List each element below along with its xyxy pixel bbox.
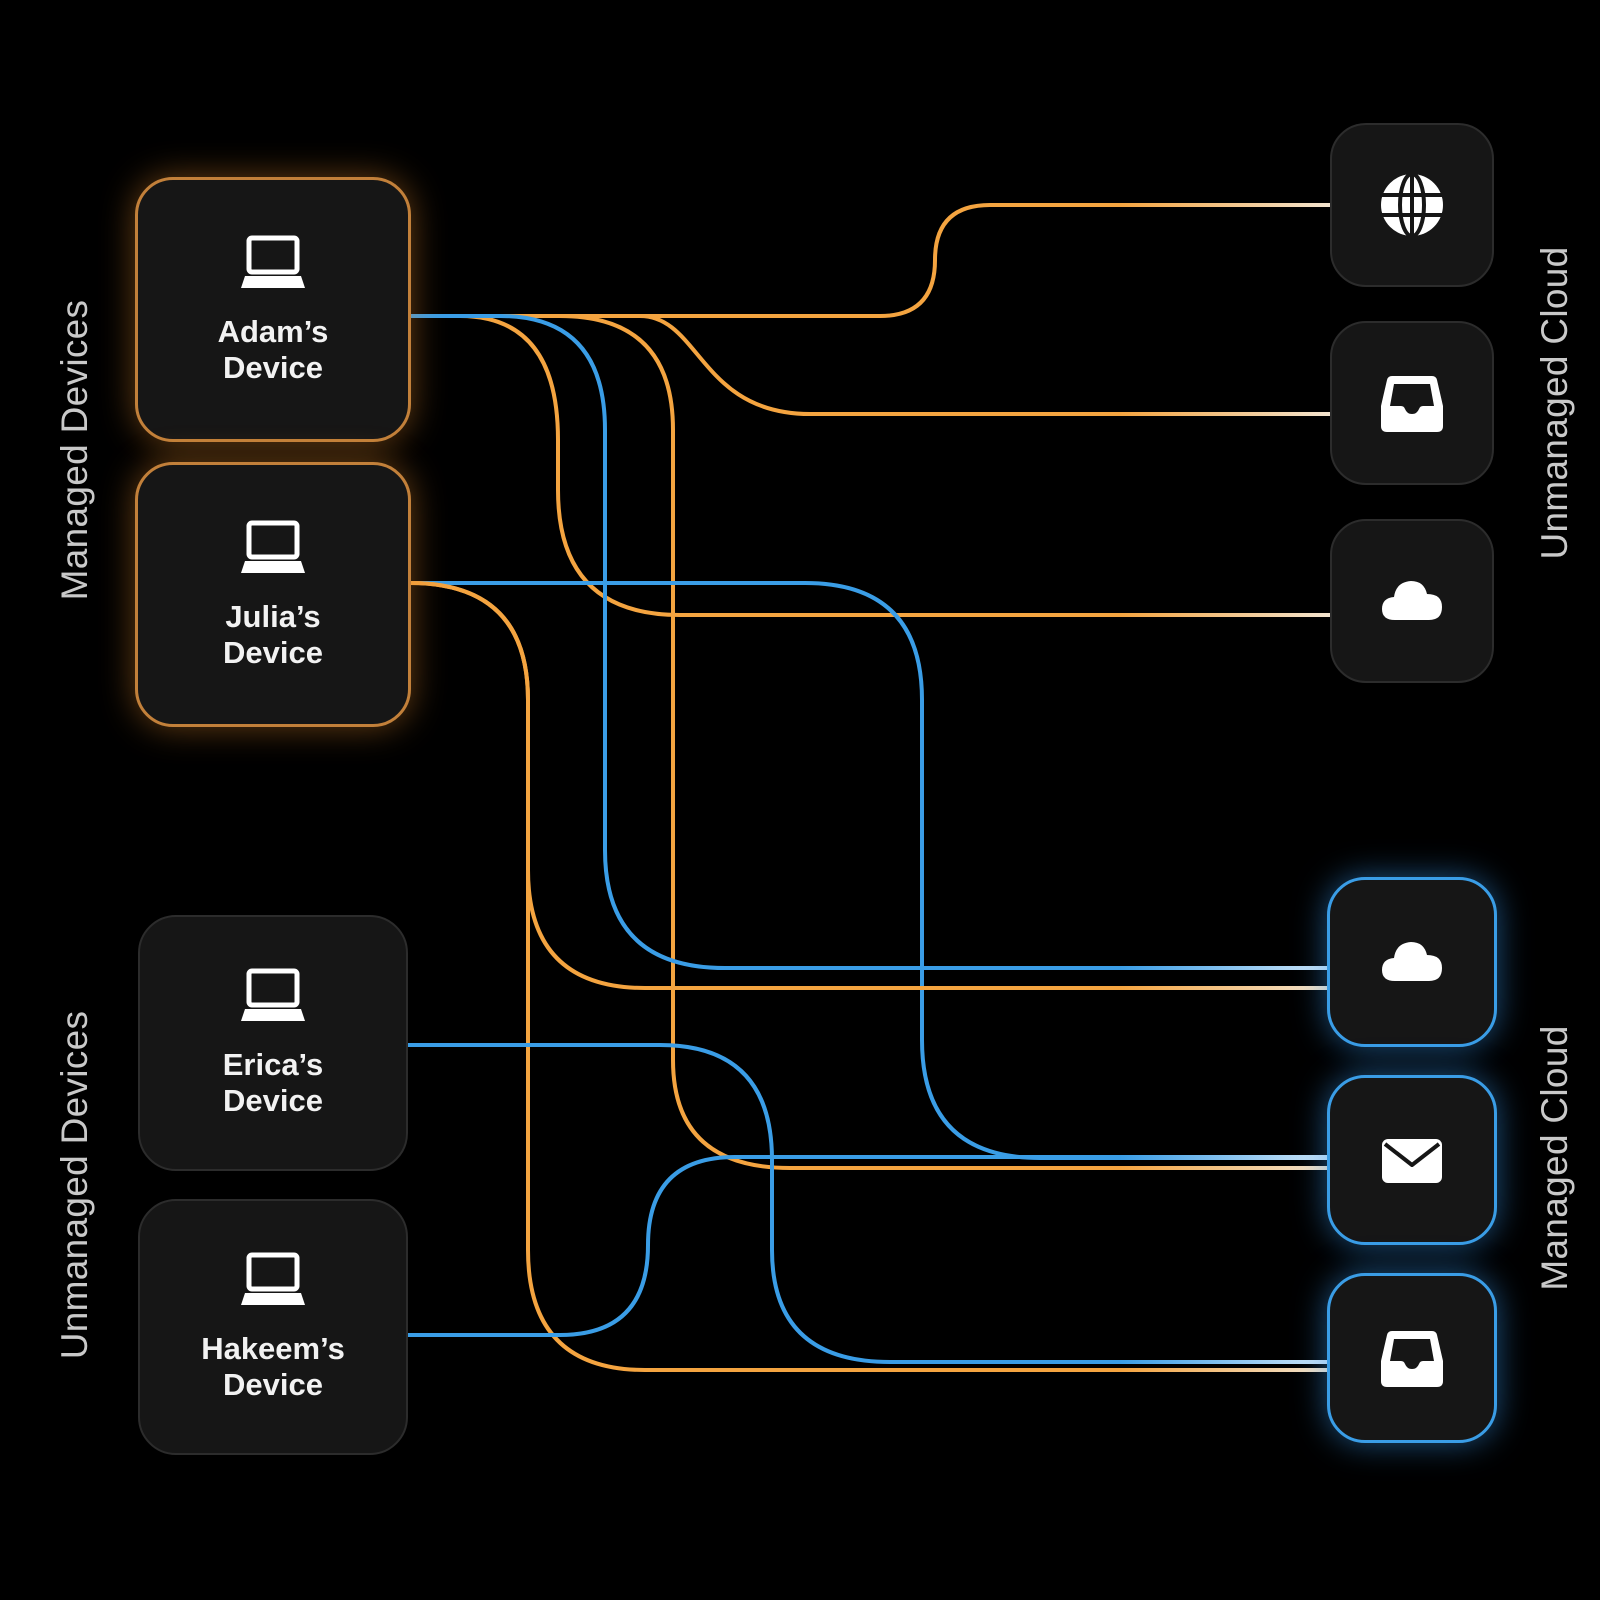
mail-icon: [1382, 1139, 1442, 1183]
unmanaged-cloud-service[interactable]: [1330, 519, 1494, 683]
line-julia-mail: [408, 581, 1332, 1160]
line-adam-cloud: [408, 314, 1332, 617]
managed-cloud-service[interactable]: [1327, 877, 1497, 1047]
cloud-icon: [1382, 581, 1442, 620]
line-erica-managed-inbox: [405, 1043, 1332, 1364]
laptop-icon: [241, 235, 305, 288]
inbox-icon: [1381, 376, 1443, 432]
unmanaged-cloud-label: Unmanaged Cloud: [1534, 246, 1575, 560]
line-adam-inbox: [408, 314, 1332, 416]
line-julia-managed-inbox: [408, 581, 1332, 1372]
line-hakeem-mail: [405, 1155, 1332, 1337]
managed-cloud-label: Managed Cloud: [1534, 1025, 1575, 1291]
line-adam-managed-cloud: [408, 314, 1332, 970]
globe-icon: [1381, 172, 1443, 238]
managed-inbox-service[interactable]: [1327, 1273, 1497, 1443]
laptop-icon: [241, 520, 305, 573]
laptop-icon: [241, 1252, 305, 1305]
managed-mail-service[interactable]: [1327, 1075, 1497, 1245]
line-adam-globe: [408, 203, 1332, 318]
inbox-icon: [1381, 1331, 1443, 1387]
line-adam-mail: [408, 314, 1332, 1170]
cloud-icon: [1382, 942, 1442, 981]
unmanaged-inbox-service[interactable]: [1330, 321, 1494, 485]
laptop-icon: [241, 968, 305, 1021]
unmanaged-devices-label: Unmanaged Devices: [54, 1010, 95, 1360]
line-julia-managed-cloud: [408, 581, 1332, 990]
managed-devices-label: Managed Devices: [54, 299, 95, 601]
unmanaged-web-service[interactable]: [1330, 123, 1494, 287]
